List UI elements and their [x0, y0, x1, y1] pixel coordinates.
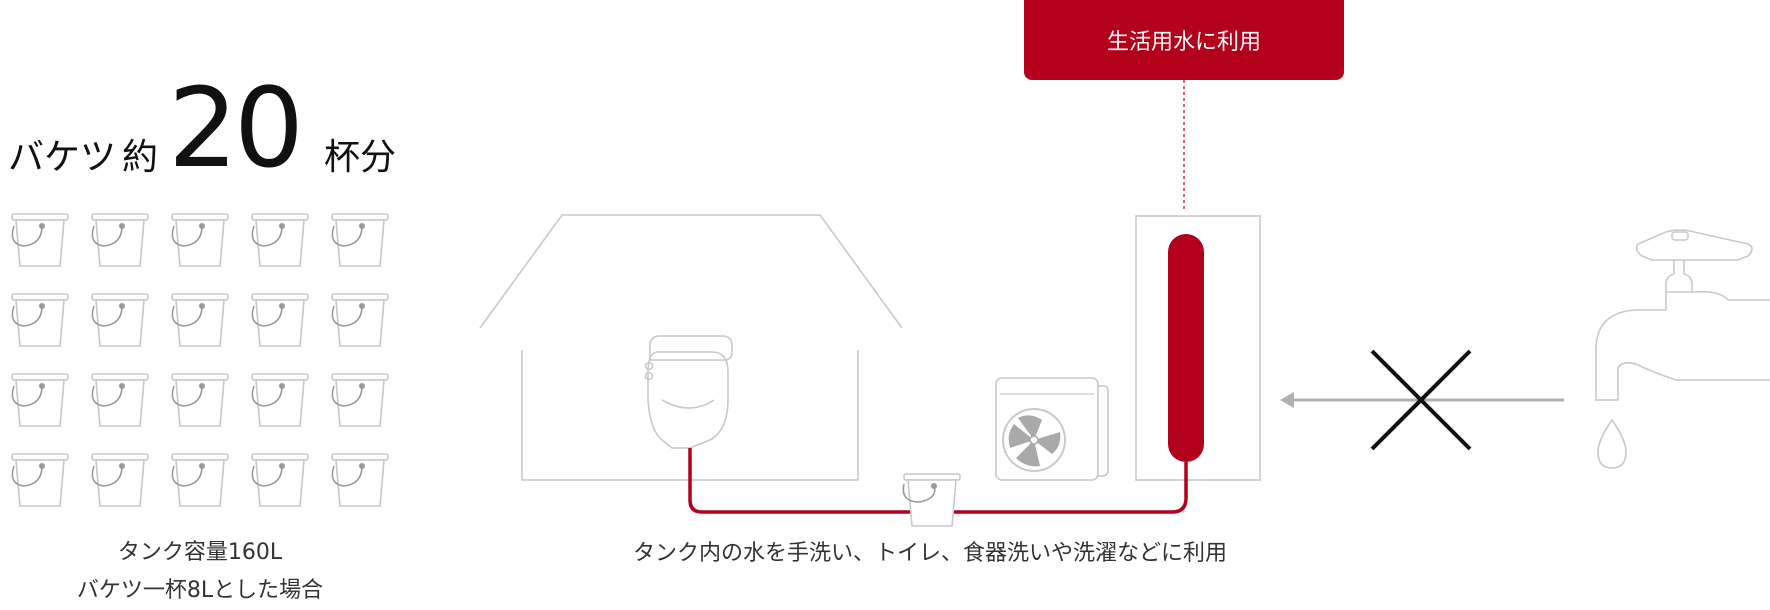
bucket-icon	[164, 450, 230, 516]
bucket-icon	[164, 210, 230, 276]
bucket-icon	[84, 210, 150, 276]
bucket-grid	[0, 210, 400, 530]
bucket-icon	[324, 210, 390, 276]
outdoor-unit-fan-icon	[995, 377, 1109, 481]
bucket-icon	[244, 450, 310, 516]
bucket-icon-pipe	[902, 473, 961, 527]
capacity-caption-line2: バケツ一杯8Lとした場合	[76, 578, 324, 603]
capacity-caption: タンク容量160L バケツ一杯8Lとした場合	[30, 534, 370, 610]
daily-water-banner-label: 生活用水に利用	[1106, 30, 1261, 55]
capacity-caption-line1: タンク容量160L	[117, 540, 283, 565]
bucket-icon	[4, 450, 70, 516]
bucket-icon	[164, 290, 230, 356]
water-tank-icon	[1135, 215, 1261, 481]
house-outline-icon	[479, 214, 903, 481]
usage-caption: タンク内の水を手洗い、トイレ、食器洗いや洗濯などに利用	[632, 541, 1227, 566]
headline-number: 20	[168, 64, 304, 192]
arrow-left-icon	[1280, 392, 1564, 408]
bucket-icon	[4, 210, 70, 276]
faucet-icon	[1595, 229, 1770, 401]
bucket-icon	[244, 370, 310, 436]
bucket-icon	[324, 290, 390, 356]
headline-approx: 約	[122, 137, 159, 178]
cross-mark-icon	[1370, 349, 1472, 451]
bucket-icon	[244, 210, 310, 276]
toilet-icon	[644, 335, 733, 449]
bucket-icon	[324, 450, 390, 516]
bucket-icon	[84, 290, 150, 356]
daily-water-banner: 生活用水に利用	[1024, 0, 1344, 80]
bucket-icon	[164, 370, 230, 436]
bucket-icon	[244, 290, 310, 356]
headline-prefix: バケツ	[8, 137, 117, 178]
headline-suffix: 杯分	[324, 137, 397, 178]
water-drop-icon	[1597, 418, 1627, 469]
bucket-icon	[84, 450, 150, 516]
bucket-icon	[4, 290, 70, 356]
bucket-icon	[324, 370, 390, 436]
bucket-icon	[84, 370, 150, 436]
bucket-icon	[4, 370, 70, 436]
